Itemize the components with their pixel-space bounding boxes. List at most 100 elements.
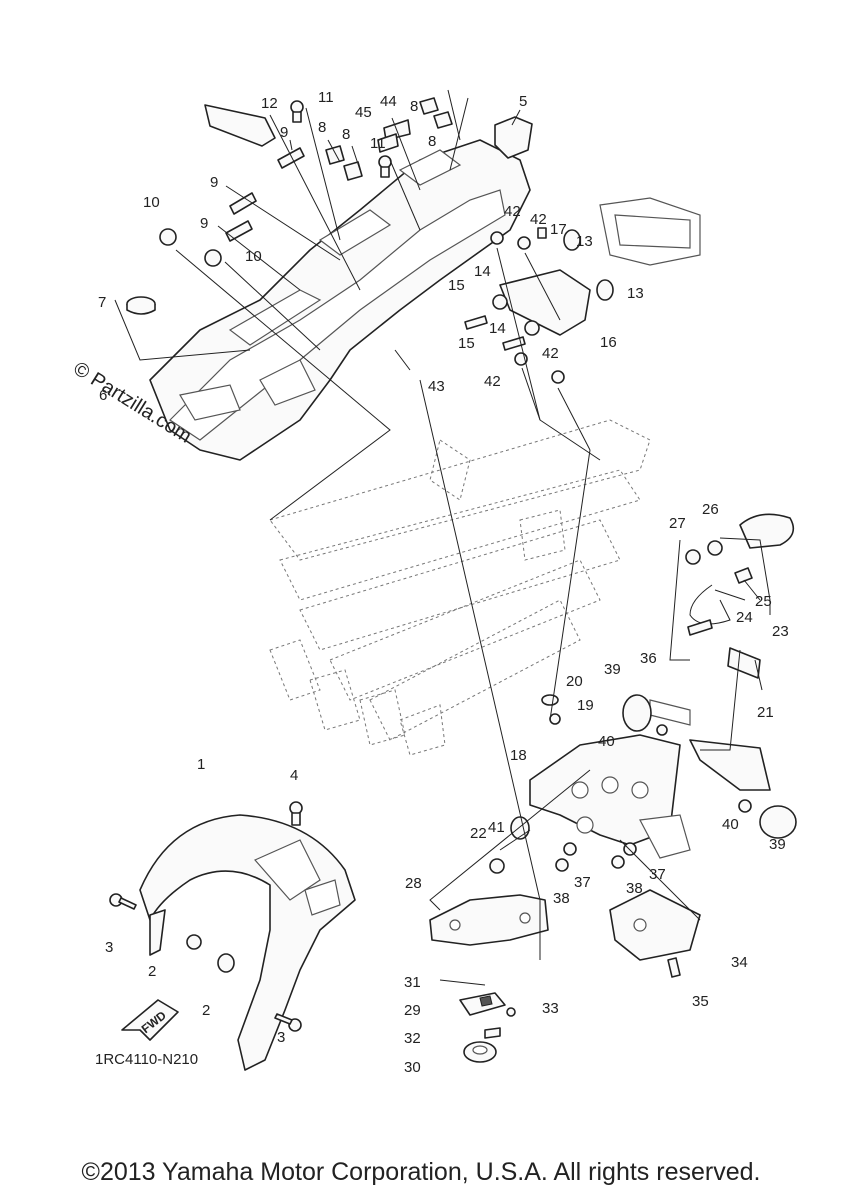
nut-8-a [325, 145, 345, 165]
screw-4 [289, 801, 303, 826]
bracket-signal-arm [689, 739, 771, 791]
collar-2-a [186, 934, 202, 950]
bracket-28 [429, 894, 549, 946]
callout-15a: 15 [448, 277, 465, 294]
reflector-21 [727, 647, 761, 679]
callout-45: 45 [355, 104, 372, 121]
callout-42a: 42 [504, 203, 521, 220]
collar-14-a [492, 294, 508, 310]
bulb-25 [734, 567, 753, 584]
callout-7: 7 [98, 294, 106, 311]
bolt-3-a [109, 893, 137, 910]
callout-2a: 2 [148, 963, 156, 980]
callout-44: 44 [380, 93, 397, 110]
spring-32 [484, 1027, 501, 1039]
bolt-35 [667, 957, 681, 978]
bracket-16 [499, 269, 591, 336]
callout-41: 41 [488, 819, 505, 836]
callout-11b: 11 [370, 135, 386, 152]
callout-6: 6 [99, 387, 107, 404]
grommet-7 [126, 296, 156, 315]
callout-21: 21 [757, 704, 774, 721]
callout-2b: 2 [202, 1002, 210, 1019]
collar-41 [510, 816, 530, 840]
callout-12: 12 [261, 95, 278, 112]
nut-38-a [555, 858, 569, 872]
pad-9-b [229, 192, 257, 215]
callout-27: 27 [669, 515, 686, 532]
callout-14b: 14 [489, 320, 506, 337]
bolt-15-a [464, 315, 488, 330]
pivot-30 [463, 1041, 497, 1063]
callout-13a: 13 [576, 233, 593, 250]
callout-28: 28 [405, 875, 422, 892]
callout-8d: 8 [428, 133, 436, 150]
nut-8-b [343, 161, 363, 181]
callout-10b: 10 [245, 248, 262, 265]
callout-42c: 42 [484, 373, 501, 390]
washer-37-b [623, 842, 637, 856]
collar-2-b [217, 953, 235, 973]
rod-31 [439, 979, 486, 986]
callout-43: 43 [428, 378, 445, 395]
nut-42-d [551, 370, 565, 384]
callout-9b: 9 [210, 174, 218, 191]
bolt-15-b [502, 336, 526, 351]
callout-9a: 9 [280, 124, 288, 141]
washer-27 [685, 549, 701, 565]
grab-bar-12 [204, 104, 276, 147]
callout-17: 17 [550, 221, 567, 238]
callout-32: 32 [404, 1030, 421, 1047]
callout-11a: 11 [318, 89, 334, 106]
nut-42-a [490, 231, 504, 245]
clip-33 [506, 1007, 516, 1017]
callout-10a: 10 [143, 194, 160, 211]
bracket-34 [609, 889, 701, 961]
callout-31: 31 [404, 974, 421, 991]
pad-9-c [225, 220, 253, 242]
callout-37b: 37 [649, 866, 666, 883]
collar-14-b [524, 320, 540, 336]
callout-9c: 9 [200, 215, 208, 232]
callout-labels: 1 2 2 3 3 4 5 6 7 8 8 8 8 9 9 9 10 10 11… [98, 89, 789, 1076]
callout-38b: 38 [626, 880, 643, 897]
callout-29: 29 [404, 1002, 421, 1019]
callout-42d: 42 [542, 345, 559, 362]
callout-5: 5 [519, 93, 527, 110]
callout-39a: 39 [604, 661, 621, 678]
callout-18: 18 [510, 747, 527, 764]
callout-16: 16 [600, 334, 617, 351]
turn-signal-23 [739, 513, 795, 549]
diagram-code: 1RC4110-N210 [95, 1051, 198, 1068]
lamp-39-b [759, 805, 797, 839]
leader-lines [114, 89, 771, 960]
bolt-10-a [159, 228, 177, 246]
bracket-5 [494, 116, 533, 159]
tail-light-assembly [599, 197, 701, 266]
nut-8-c [419, 97, 439, 115]
pad-9-a [277, 147, 305, 169]
callout-22: 22 [470, 825, 487, 842]
callout-14a: 14 [474, 263, 491, 280]
callout-35: 35 [692, 993, 709, 1010]
callout-24: 24 [736, 609, 753, 626]
damper-13-a [563, 229, 581, 251]
callout-25: 25 [755, 593, 772, 610]
callout-15b: 15 [458, 335, 475, 352]
nut-22 [489, 858, 505, 874]
bolt-11-b [378, 155, 392, 178]
front-fender-1 [139, 814, 356, 1071]
callout-13b: 13 [627, 285, 644, 302]
lamp-39-a [622, 694, 652, 732]
nut-40-b [738, 799, 752, 813]
callout-42b: 42 [530, 211, 547, 228]
callout-8b: 8 [342, 126, 350, 143]
nut-42-b [517, 236, 531, 250]
callout-3b: 3 [277, 1029, 285, 1046]
rear-frame-ghost [269, 419, 651, 756]
callout-40a: 40 [598, 733, 615, 750]
bolt-11-a [290, 100, 304, 123]
callout-36: 36 [640, 650, 657, 667]
callout-40b: 40 [722, 816, 739, 833]
